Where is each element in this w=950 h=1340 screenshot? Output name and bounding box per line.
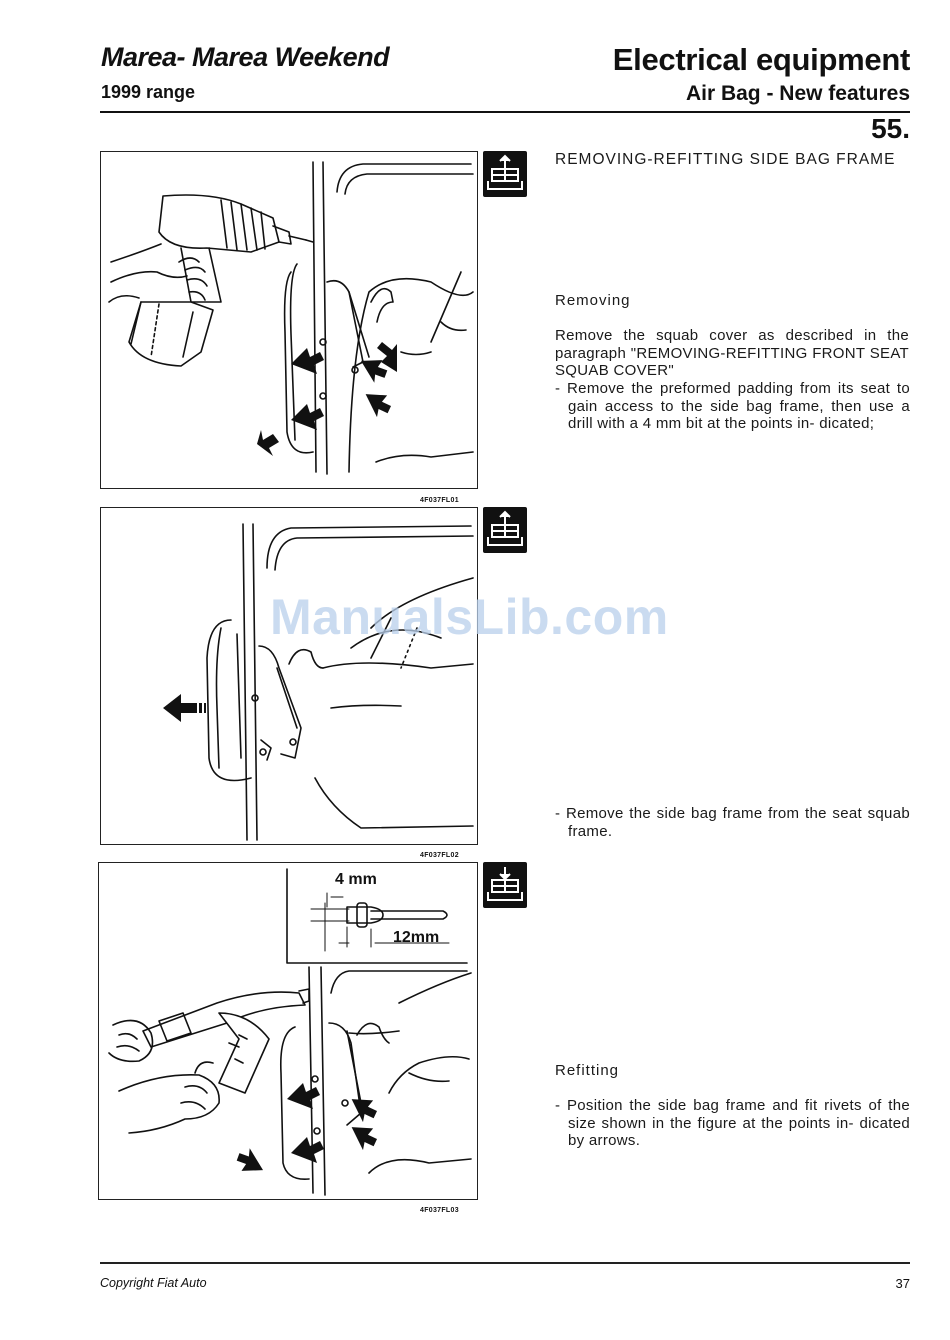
figure-refitting: 4 mm 12mm [98, 862, 478, 1200]
refitting-step-1: - Position the side bag frame and fit ri… [555, 1097, 910, 1149]
removing-step-1: - Remove the preformed padding from its … [555, 380, 910, 432]
rivet-diameter-label: 4 mm [335, 871, 377, 888]
refitting-heading: Refitting [555, 1062, 620, 1079]
removal-icon [483, 151, 527, 197]
header-rule [100, 111, 910, 113]
refitting-icon [483, 862, 527, 908]
figure-drilling [100, 151, 478, 489]
model-range: 1999 range [101, 82, 196, 102]
page-code: 55. [871, 113, 910, 144]
figure-code: 4F037FL01 [420, 497, 459, 504]
manual-model-title: Marea- Marea Weekend [101, 42, 390, 72]
procedure-title: REMOVING-REFITTING SIDE BAG FRAME [555, 151, 896, 168]
removal-icon [483, 507, 527, 553]
removing-heading: Removing [555, 292, 631, 309]
copyright: Copyright Fiat Auto [100, 1276, 207, 1290]
section-title: Electrical equipment [612, 42, 911, 77]
rivet-length-label: 12mm [393, 929, 440, 946]
figure-code: 4F037FL02 [420, 852, 459, 859]
subsection-title: Air Bag - New features [685, 82, 910, 105]
figure-removing-frame [100, 507, 478, 845]
watermark: ManualsLib.com [270, 589, 669, 645]
figure-code: 4F037FL03 [420, 1207, 459, 1214]
removing-step-2: - Remove the side bag frame from the sea… [555, 805, 910, 840]
page-number: 37 [895, 1276, 910, 1291]
footer-rule [100, 1262, 910, 1264]
removing-intro: Remove the squab cover as described in t… [555, 327, 909, 379]
